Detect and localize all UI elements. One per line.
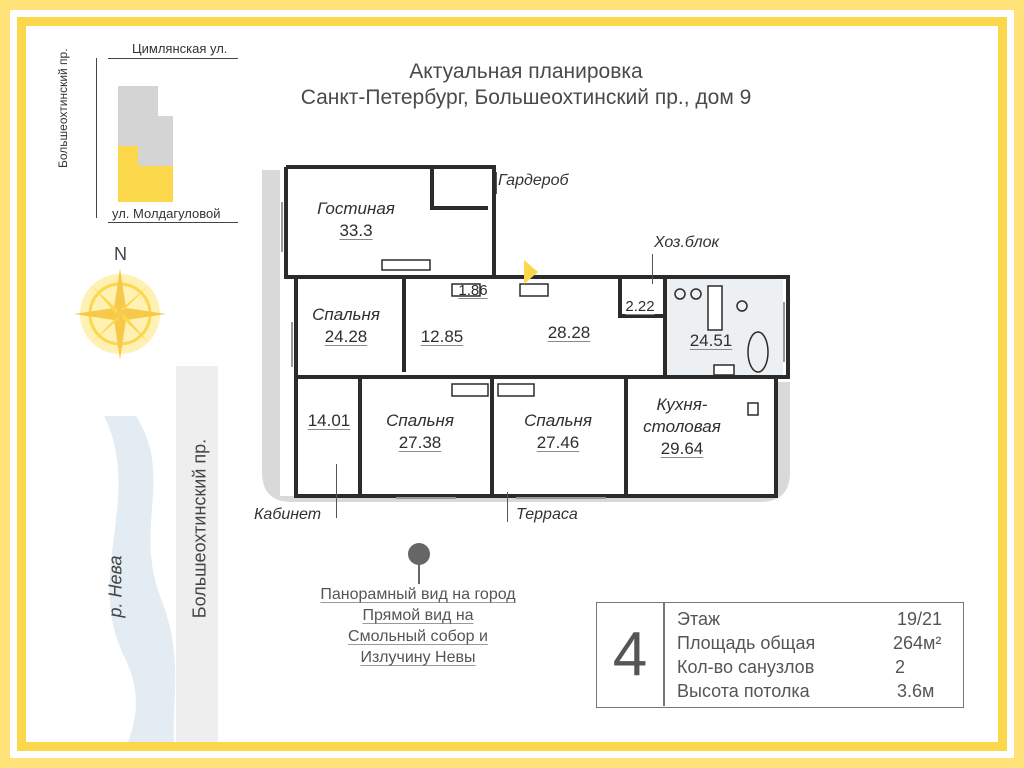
view-line-3: Смольный собор и	[348, 628, 488, 645]
apartment-info-box: 4 Этаж 19/21 Площадь общая 264м² Кол-во …	[596, 602, 964, 708]
room-kitchen-name-1: Кухня-	[656, 395, 708, 414]
view-description: Панорамный вид на город Прямой вид на См…	[278, 584, 558, 674]
callout-study: Кабинет	[254, 506, 322, 523]
room-bath: 24.51	[676, 330, 746, 352]
view-line-4: Излучину Невы	[360, 649, 476, 666]
title-line-2: Санкт-Петербург, Большеохтинский пр., до…	[300, 86, 752, 109]
title-line-1: Актуальная планировка	[409, 60, 643, 83]
room-living-area: 33.3	[339, 221, 373, 240]
info-baths-label: Кол-во санузлов	[677, 657, 815, 677]
callout-terrace: Терраса	[516, 506, 578, 523]
street-top-label: Цимлянская ул.	[132, 41, 228, 56]
callout-utility-line	[652, 254, 653, 284]
room-2-22-area: 2.22	[625, 298, 655, 315]
avenue-label: Большеохтинский пр.	[189, 438, 210, 619]
room-bedroom-2: Спальня 27.38	[370, 410, 470, 454]
info-row-area: Площадь общая 264м²	[677, 633, 957, 657]
info-row-height: Высота потолка 3.6м	[677, 681, 957, 705]
room-bedroom-1: Спальня 24.28	[296, 304, 396, 348]
river-and-avenue	[104, 366, 218, 742]
room-28-28-area: 28.28	[547, 323, 591, 342]
room-1-86: 1.86	[448, 280, 498, 302]
room-1-86-area: 1.86	[458, 282, 488, 299]
room-12-85-area: 12.85	[420, 327, 464, 346]
info-baths-value: 2	[895, 657, 906, 677]
room-bedroom-2-name: Спальня	[386, 411, 454, 430]
callout-wardrobe-line	[496, 172, 497, 194]
info-divider	[663, 603, 665, 706]
view-line-2: Прямой вид на	[362, 607, 474, 624]
info-floor-label: Этаж	[677, 609, 721, 629]
info-height-label: Высота потолка	[677, 681, 810, 701]
plan-sheet: Актуальная планировка Санкт-Петербург, Б…	[26, 26, 998, 742]
room-2-22: 2.22	[616, 296, 664, 318]
room-study-area: 14.01	[307, 411, 351, 430]
info-height-value: 3.6м	[897, 681, 935, 701]
room-bedroom-1-area: 24.28	[324, 327, 368, 346]
info-row-baths: Кол-во санузлов 2	[677, 657, 957, 681]
room-bedroom-1-name: Спальня	[312, 305, 380, 324]
room-bedroom-3-area: 27.46	[536, 433, 580, 452]
info-row-floor: Этаж 19/21	[677, 609, 957, 633]
room-kitchen-area: 29.64	[660, 439, 704, 458]
room-living: Гостиная 33.3	[306, 198, 406, 242]
info-floor-value: 19/21	[897, 609, 943, 629]
room-study: 14.01	[296, 410, 362, 432]
room-bedroom-3: Спальня 27.46	[508, 410, 608, 454]
apartment-number: 4	[612, 620, 648, 689]
callout-terrace-line	[507, 492, 508, 522]
room-living-name: Гостиная	[317, 199, 395, 218]
view-line-1: Панорамный вид на город	[320, 586, 516, 603]
river-label: р. Нева	[105, 555, 126, 618]
compass-rose-icon	[74, 268, 166, 360]
callout-utility: Хоз.блок	[654, 234, 720, 251]
floor-plan	[262, 165, 790, 502]
info-area-value: 264м²	[893, 633, 942, 653]
room-bedroom-3-name: Спальня	[524, 411, 592, 430]
room-kitchen: Кухня- столовая 29.64	[632, 394, 732, 460]
location-pin-icon	[408, 543, 430, 584]
room-28-28: 28.28	[534, 322, 604, 344]
room-bath-area: 24.51	[689, 331, 733, 350]
building-footprint	[118, 86, 173, 202]
info-area-label: Площадь общая	[677, 633, 816, 653]
room-kitchen-name-2: столовая	[643, 417, 721, 436]
room-12-85: 12.85	[412, 326, 472, 348]
room-bedroom-2-area: 27.38	[398, 433, 442, 452]
compass-north-label: N	[114, 244, 127, 264]
street-bottom-label: ул. Молдагуловой	[112, 206, 221, 221]
callout-study-line	[336, 464, 337, 518]
callout-wardrobe: Гардероб	[498, 172, 569, 189]
street-left-label: Большеохтинский пр.	[56, 48, 70, 168]
location-map: Цимлянская ул. Большеохтинский пр. ул. М…	[48, 41, 238, 230]
